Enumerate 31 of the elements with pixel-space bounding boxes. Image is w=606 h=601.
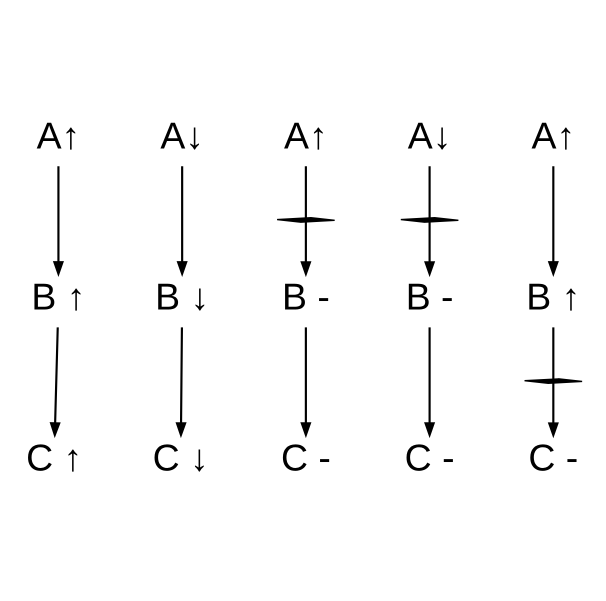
arrow (548, 166, 559, 277)
arrow (424, 222, 436, 278)
node-text: C - (404, 436, 455, 479)
node-text: A↑ (284, 114, 328, 156)
node-text: B - (406, 276, 454, 318)
arrow (50, 327, 61, 438)
arrow (300, 222, 312, 278)
node-text: B ↓ (155, 276, 210, 318)
node-text: C ↓ (152, 436, 209, 479)
node-bar (400, 217, 460, 223)
node-text: C - (528, 436, 578, 479)
node-text: C ↑ (26, 436, 82, 479)
arrow (300, 327, 312, 438)
node-text: A↓ (160, 114, 204, 156)
node-text: B ↑ (31, 276, 86, 318)
connector (304, 166, 307, 218)
node-text: C - (280, 436, 331, 479)
connector (428, 166, 431, 218)
node-bar (276, 217, 336, 223)
node-text: B - (282, 276, 330, 318)
node-bar (524, 378, 583, 384)
arrow (176, 327, 187, 438)
arrow (176, 166, 188, 277)
connector (552, 327, 554, 379)
arrow (548, 383, 559, 438)
node-text: A↓ (408, 114, 452, 156)
arrow (52, 166, 64, 277)
node-text: A↑ (532, 114, 576, 156)
node-text: A↑ (36, 114, 80, 156)
arrow (424, 327, 436, 438)
node-text: B ↑ (526, 276, 580, 318)
